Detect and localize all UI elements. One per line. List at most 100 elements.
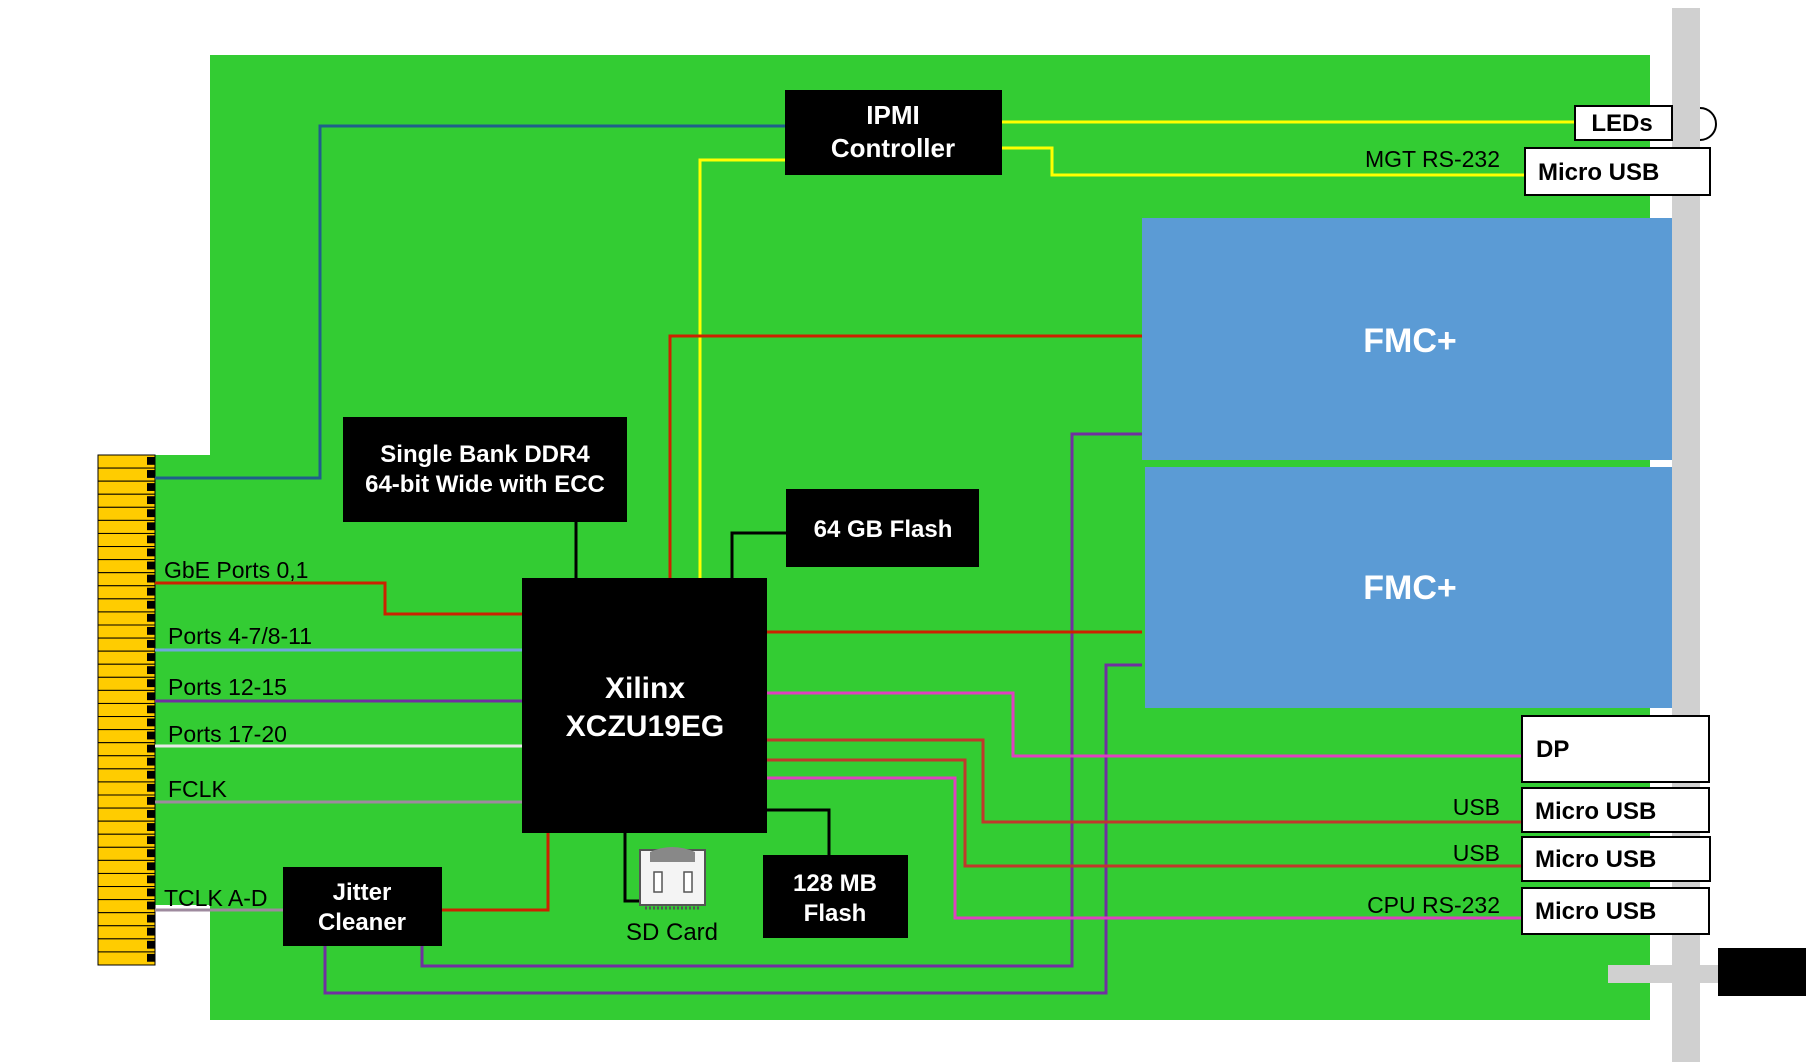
connector-pin-contact bbox=[147, 613, 155, 622]
wire-fpga-fmc-top bbox=[668, 334, 1142, 578]
wire-fmc-bottom-clock bbox=[323, 663, 1142, 995]
connector-pin-contact bbox=[147, 849, 155, 858]
fpga-block bbox=[522, 578, 767, 833]
connector-pin bbox=[97, 663, 156, 678]
connector-pin bbox=[97, 768, 156, 783]
connector-pin bbox=[97, 637, 156, 652]
ejector-handle-bar bbox=[1608, 965, 1720, 983]
micro-usb-connector-1 bbox=[1521, 787, 1710, 833]
connector-pin-contact bbox=[147, 757, 155, 766]
fpga-label-line2: XCZU19EG bbox=[566, 710, 724, 743]
connector-pin bbox=[97, 755, 156, 770]
connector-pin-contact bbox=[147, 914, 155, 923]
connector-pin bbox=[97, 912, 156, 927]
fmc-bottom-block bbox=[1145, 467, 1672, 708]
tclk-label: TCLK A-D bbox=[164, 885, 268, 911]
flash-128mb-block bbox=[763, 855, 908, 938]
flash-128mb-label-line2: Flash bbox=[804, 900, 867, 927]
connector-pin-contact bbox=[147, 783, 155, 792]
connector-pin bbox=[97, 689, 156, 704]
micro-usb-connector-3 bbox=[1521, 887, 1710, 935]
wire-gbe-ports bbox=[155, 581, 522, 616]
wire-ipmi-fpga bbox=[698, 158, 785, 578]
connector-pin-contact bbox=[147, 836, 155, 845]
connector-pin bbox=[97, 454, 156, 469]
connector-pin-contact bbox=[147, 862, 155, 871]
connector-pin-contact bbox=[147, 600, 155, 609]
leds-connector-bump bbox=[1699, 107, 1717, 141]
ports-4-11-label: Ports 4-7/8-11 bbox=[168, 623, 312, 649]
sd-card-icon bbox=[639, 847, 706, 910]
connector-pin-contact bbox=[147, 456, 155, 465]
connector-pin bbox=[97, 572, 156, 587]
connector-pin-contact bbox=[147, 901, 155, 910]
fpga-label-line1: Xilinx bbox=[605, 672, 685, 705]
connector-pin bbox=[97, 480, 156, 495]
connector-pin-contact bbox=[147, 744, 155, 753]
connector-pin-contact bbox=[147, 653, 155, 661]
connector-pin bbox=[97, 886, 156, 901]
ddr4-block bbox=[343, 417, 627, 522]
jitter-cleaner-block bbox=[283, 867, 442, 946]
connector-pin bbox=[97, 729, 156, 744]
connector-pin-contact bbox=[147, 561, 155, 570]
connector-pin bbox=[97, 598, 156, 613]
gbe-ports-label: GbE Ports 0,1 bbox=[164, 557, 308, 583]
leds-connector bbox=[1574, 105, 1673, 141]
connector-pin bbox=[97, 951, 156, 966]
connector-pin-contact bbox=[147, 483, 155, 491]
cpu-rs232-label: CPU RS-232 bbox=[1367, 892, 1500, 918]
micro-usb-label-3: Micro USB bbox=[1535, 898, 1656, 925]
connector-pin-contact bbox=[147, 522, 155, 531]
connector-pin bbox=[97, 506, 156, 521]
fmc-top-label: FMC+ bbox=[1363, 322, 1457, 360]
wire-cpu-rs232 bbox=[767, 776, 1525, 920]
jitter-cleaner-label-line2: Cleaner bbox=[318, 909, 406, 936]
connector-pin-contact bbox=[147, 640, 155, 648]
ipmi-label-line1: IPMI bbox=[866, 100, 919, 130]
connector-pin bbox=[97, 532, 156, 548]
ejector-handle bbox=[1718, 948, 1806, 996]
connector-pin-contact bbox=[147, 940, 155, 949]
usb-label-2: USB bbox=[1453, 840, 1500, 866]
dp-connector bbox=[1521, 715, 1710, 783]
connector-pin bbox=[97, 493, 156, 508]
connector-pin-contact bbox=[147, 953, 155, 962]
connector-pin-contact bbox=[147, 888, 155, 897]
wire-ipmi-backplane bbox=[155, 124, 785, 480]
connector-pin-contact bbox=[147, 705, 155, 714]
connector-pin-contact bbox=[147, 496, 155, 505]
connector-pin-contact bbox=[147, 810, 155, 818]
connector-pin bbox=[97, 716, 156, 731]
connector-pin-contact bbox=[147, 470, 155, 478]
flash-64gb-block bbox=[786, 489, 979, 567]
fmc-top-block bbox=[1142, 218, 1672, 460]
sd-card-label: SD Card bbox=[626, 919, 718, 946]
connector-pin bbox=[97, 650, 156, 665]
micro-usb-label-1: Micro USB bbox=[1535, 798, 1656, 825]
connector-pin-contact bbox=[147, 679, 155, 688]
connector-pin-contact bbox=[147, 666, 155, 675]
ddr4-label-line2: 64-bit Wide with ECC bbox=[365, 471, 605, 498]
connector-pin bbox=[97, 676, 156, 691]
connector-pin bbox=[97, 742, 156, 757]
wire-flash128-fpga bbox=[767, 808, 831, 855]
connector-pin bbox=[97, 859, 156, 874]
mgt-rs232-label: MGT RS-232 bbox=[1365, 146, 1500, 172]
fmc-bottom-label: FMC+ bbox=[1363, 569, 1457, 607]
connector-pin-contact bbox=[147, 718, 155, 727]
fclk-label: FCLK bbox=[168, 776, 227, 802]
connector-pin-contact bbox=[147, 796, 155, 805]
connector-pin-contact bbox=[147, 692, 155, 701]
ipmi-controller-block bbox=[785, 90, 1002, 175]
connector-pin-contact bbox=[147, 823, 155, 831]
connector-pin-contact bbox=[147, 875, 155, 884]
connector-pin bbox=[97, 546, 156, 561]
micro-usb-label-2: Micro USB bbox=[1535, 846, 1656, 873]
connector-pin-contact bbox=[147, 927, 155, 936]
usb-label-1: USB bbox=[1453, 794, 1500, 820]
wire-flash64-fpga bbox=[730, 531, 786, 578]
wire-jitter-fpga bbox=[442, 833, 550, 912]
micro-usb-connector-2 bbox=[1521, 836, 1711, 882]
